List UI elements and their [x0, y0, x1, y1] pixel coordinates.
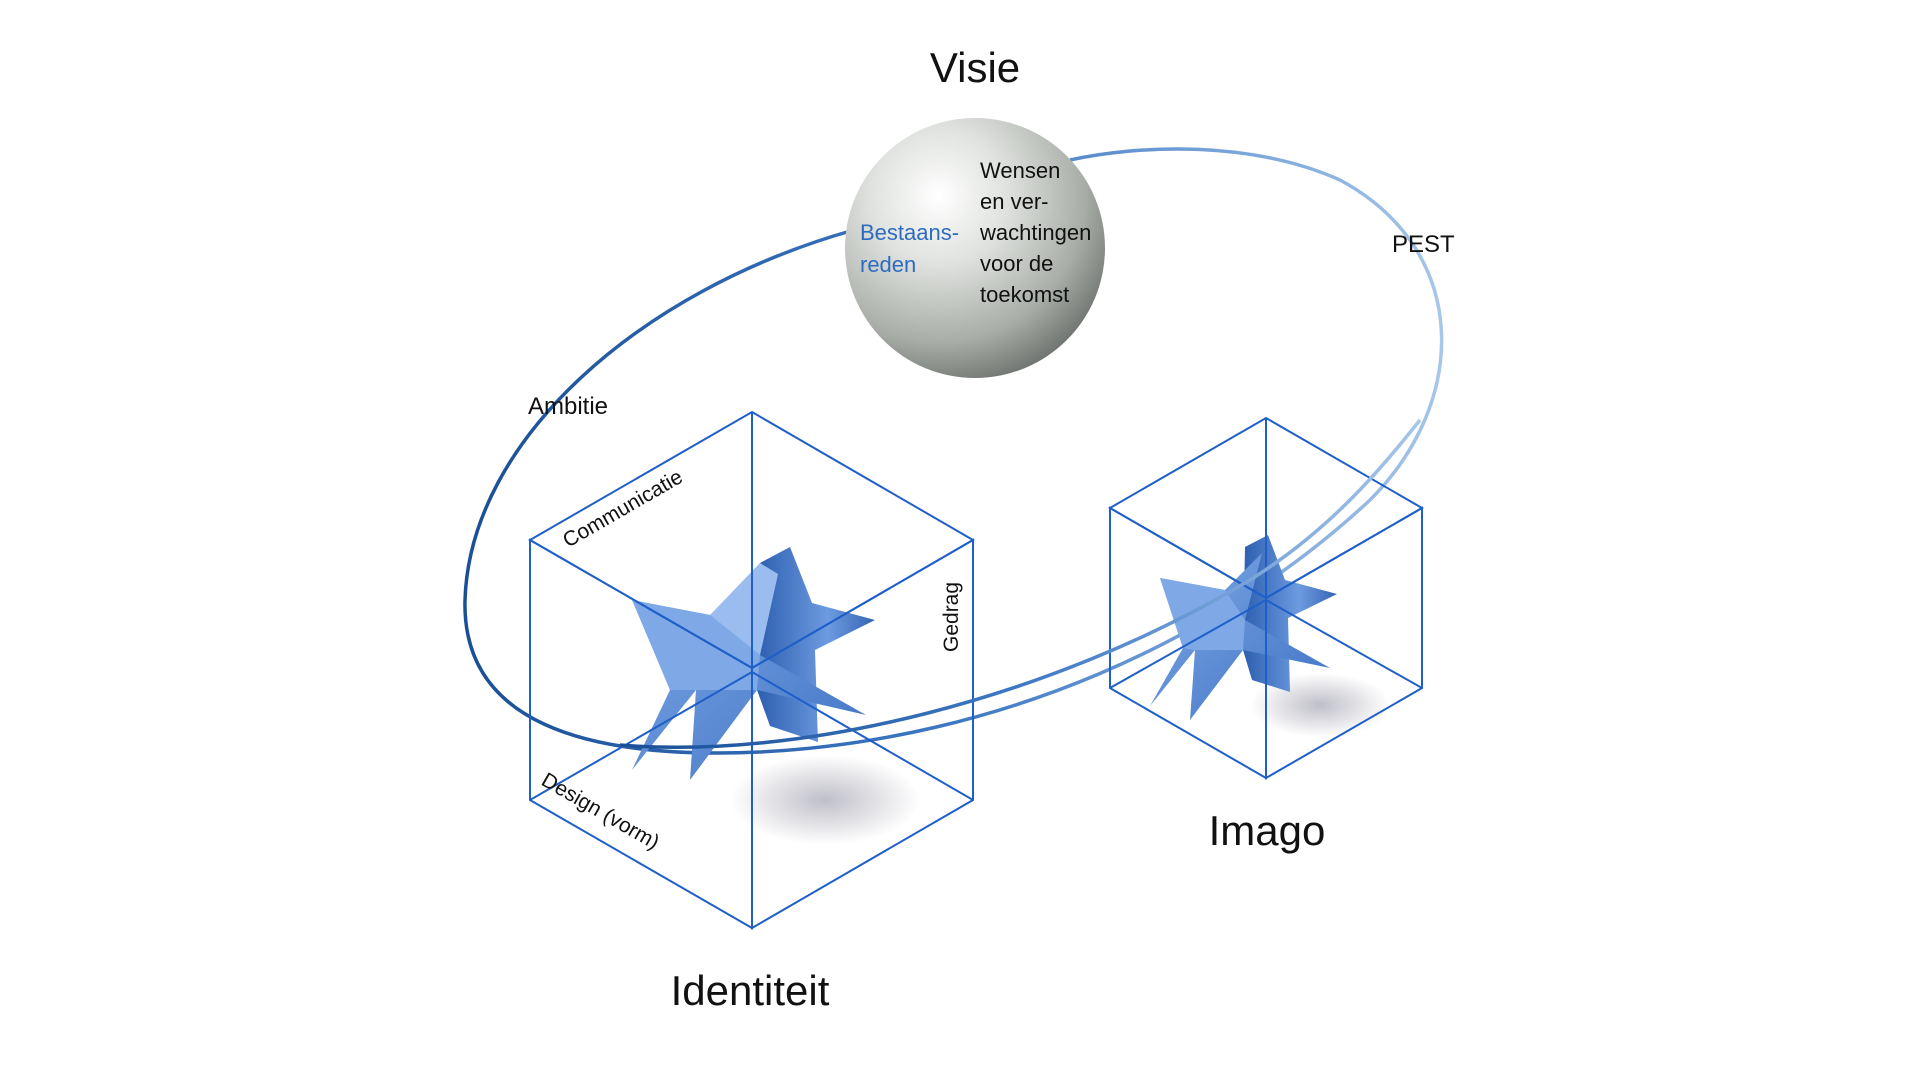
face-label-gedrag: Gedrag [940, 582, 963, 652]
sphere-label-left-1: Bestaans- [860, 220, 959, 245]
face-label-communicatie: Communicatie [559, 465, 687, 552]
vision-sphere: Bestaans- reden Wensen en ver- wachtinge… [845, 118, 1105, 378]
image-cube-back-bottom-left [1109, 599, 1267, 689]
identity-star-shadow [730, 755, 920, 845]
image-title: Imago [1209, 807, 1326, 854]
orbit-label-pest: PEST [1392, 231, 1455, 258]
sphere-label-right-4: voor de [980, 251, 1053, 276]
image-cube-back-bottom-right [1265, 599, 1423, 689]
orbit-front-segment [619, 418, 1422, 749]
orbit-label-ambitie: Ambitie [528, 393, 608, 420]
sphere-label-right-1: Wensen [980, 158, 1060, 183]
identity-title: Identiteit [671, 967, 830, 1014]
identity-star [632, 547, 875, 780]
vision-title: Visie [930, 44, 1020, 91]
identity-cube: Communicatie Gedrag Design (vorm) [527, 410, 975, 930]
sphere-label-right-5: toekomst [980, 282, 1069, 307]
sphere-label-right-2: en ver- [980, 189, 1048, 214]
image-cube [1107, 416, 1425, 780]
sphere-label-left-2: reden [860, 252, 916, 277]
orbit-ellipse [463, 147, 1444, 755]
identity-cube-back-bottom-left [529, 671, 753, 801]
identity-cube-back-bottom-right [751, 671, 974, 801]
sphere-label-right-3: wachtingen [979, 220, 1091, 245]
